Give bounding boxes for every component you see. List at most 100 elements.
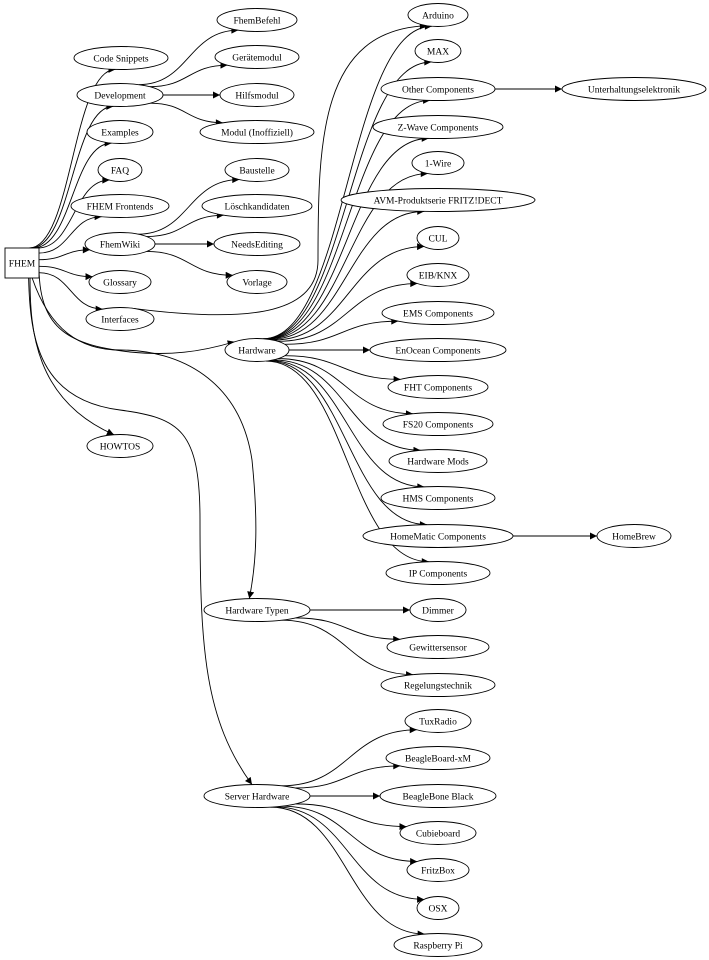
node-shape bbox=[369, 338, 507, 362]
node-shape bbox=[86, 434, 154, 458]
edge-fhem-to-howtos bbox=[29, 277, 115, 436]
edge-hardware-to-fs20 bbox=[278, 358, 413, 418]
node-shape bbox=[73, 46, 169, 70]
edge-server_hardware-to-osx bbox=[274, 806, 425, 903]
node-baustelle[interactable]: Baustelle bbox=[224, 158, 290, 182]
node-fhembefehl[interactable]: FhemBefehl bbox=[216, 8, 298, 32]
node-geraetemodul[interactable]: Gerätemodul bbox=[214, 45, 300, 69]
node-interfaces[interactable]: Interfaces bbox=[85, 307, 155, 331]
node-dimmer[interactable]: Dimmer bbox=[409, 598, 467, 622]
node-shape bbox=[216, 8, 298, 32]
node-hardware-mods[interactable]: Hardware Mods bbox=[388, 449, 488, 473]
node-fs20[interactable]: FS20 Components bbox=[382, 412, 494, 436]
node-shape bbox=[386, 635, 490, 659]
node-fht[interactable]: FHT Components bbox=[387, 375, 489, 399]
node-label: Hardware Mods bbox=[407, 458, 469, 468]
node-max[interactable]: MAX bbox=[414, 39, 462, 63]
node-label: Regelungstechnik bbox=[404, 682, 472, 692]
node-shape bbox=[85, 307, 155, 331]
node-hardware[interactable]: Hardware bbox=[224, 338, 290, 362]
node-label: Interfaces bbox=[101, 315, 139, 326]
edge-hardware-to-other_components bbox=[264, 96, 431, 340]
node-shape bbox=[214, 45, 300, 69]
node-label: Modul (Inoffiziell) bbox=[221, 128, 293, 139]
node-ems[interactable]: EMS Components bbox=[381, 301, 495, 325]
node-needsediting[interactable]: NeedsEditing bbox=[213, 232, 301, 256]
node-hardware-typen[interactable]: Hardware Typen bbox=[203, 598, 311, 622]
edge-fhem-to-faq bbox=[37, 176, 110, 249]
node-fritzbox[interactable]: FritzBox bbox=[406, 858, 470, 882]
node-code-snippets[interactable]: Code Snippets bbox=[73, 46, 169, 70]
node-shape bbox=[379, 784, 497, 808]
node-cubieboard[interactable]: Cubieboard bbox=[399, 821, 477, 845]
node-shape bbox=[406, 858, 470, 882]
node-fhem[interactable]: FHEM bbox=[4, 247, 40, 279]
node-glossary[interactable]: Glossary bbox=[88, 270, 152, 294]
node-faq[interactable]: FAQ bbox=[97, 158, 143, 182]
node-shape bbox=[362, 524, 514, 548]
node-shape bbox=[411, 151, 465, 175]
edge-fhem-to-interfaces bbox=[38, 272, 103, 313]
node-shape bbox=[224, 158, 290, 182]
node-label: Dimmer bbox=[422, 607, 454, 617]
node-regelungstechnik[interactable]: Regelungstechnik bbox=[380, 673, 496, 697]
node-server-hardware[interactable]: Server Hardware bbox=[203, 784, 311, 808]
node-shape bbox=[416, 226, 460, 250]
node-shape bbox=[407, 3, 469, 27]
edge-hardware-to-avm bbox=[269, 207, 425, 340]
node-label: OSX bbox=[428, 905, 447, 915]
node-label: EMS Components bbox=[403, 310, 473, 320]
node-label: Vorlage bbox=[242, 279, 271, 289]
edge-hardware-to-ems bbox=[284, 317, 399, 345]
node-fhem-frontends[interactable]: FHEM Frontends bbox=[70, 194, 170, 218]
node-osx[interactable]: OSX bbox=[416, 896, 460, 920]
node-howtos[interactable]: HOWTOS bbox=[86, 434, 154, 458]
node-loeschkandidaten[interactable]: Löschkandidaten bbox=[201, 194, 313, 218]
node-gewittersensor[interactable]: Gewittersensor bbox=[386, 635, 490, 659]
node-development[interactable]: Development bbox=[76, 83, 164, 107]
node-label: Gewittersensor bbox=[409, 644, 467, 654]
node-shape bbox=[393, 933, 483, 957]
node-vorlage[interactable]: Vorlage bbox=[226, 270, 288, 294]
node-homebrew[interactable]: HomeBrew bbox=[596, 524, 672, 548]
node-unterhaltungselektronik[interactable]: Unterhaltungselektronik bbox=[561, 77, 707, 101]
node-hilfsmodul[interactable]: Hilfsmodul bbox=[219, 83, 295, 107]
node-label: BeagleBoard-xM bbox=[405, 755, 472, 765]
edge-fhem-to-server_hardware bbox=[28, 277, 253, 785]
node-shape bbox=[416, 896, 460, 920]
node-raspberry-pi[interactable]: Raspberry Pi bbox=[393, 933, 483, 957]
node-shape bbox=[382, 412, 494, 436]
node-label: Code Snippets bbox=[93, 55, 148, 65]
node-arduino[interactable]: Arduino bbox=[407, 3, 469, 27]
edge-layer bbox=[28, 22, 597, 938]
edge-hardware-to-homematic bbox=[267, 360, 427, 529]
node-label: FHEM Frontends bbox=[87, 203, 154, 213]
node-beagleboard[interactable]: BeagleBoard-xM bbox=[385, 746, 491, 770]
node-tuxradio[interactable]: TuxRadio bbox=[404, 709, 472, 733]
node-label: HomeMatic Components bbox=[390, 533, 486, 543]
edge-hardware-to-hms bbox=[269, 360, 425, 491]
edge-fhem-to-code_snippets bbox=[29, 65, 116, 249]
node-fhemwiki[interactable]: FhemWiki bbox=[84, 232, 156, 256]
node-examples[interactable]: Examples bbox=[86, 120, 154, 144]
edge-fhemwiki-to-vorlage bbox=[146, 250, 233, 279]
node-modul-inoffiziell[interactable]: Modul (Inoffiziell) bbox=[199, 120, 315, 144]
node-other-components[interactable]: Other Components bbox=[380, 77, 496, 101]
node-shape bbox=[385, 746, 491, 770]
node-shape bbox=[399, 821, 477, 845]
edge-development-to-geraetemodul bbox=[149, 61, 228, 88]
node-enocean[interactable]: EnOcean Components bbox=[369, 338, 507, 362]
node-beaglebone[interactable]: BeagleBone Black bbox=[379, 784, 497, 808]
node-cul[interactable]: CUL bbox=[416, 226, 460, 250]
node-zwave[interactable]: Z-Wave Components bbox=[372, 115, 504, 139]
edge-hardware_typen-to-regelungstechnik bbox=[281, 619, 414, 679]
edge-hardware-to-ip_components bbox=[265, 360, 429, 566]
node-homematic[interactable]: HomeMatic Components bbox=[362, 524, 514, 548]
node-ip-components[interactable]: IP Components bbox=[385, 561, 491, 585]
node-shape bbox=[97, 158, 143, 182]
node-onewire[interactable]: 1-Wire bbox=[411, 151, 465, 175]
node-avm[interactable]: AVM-Produktserie FRITZ!DECT bbox=[340, 188, 536, 212]
node-eib-knx[interactable]: EIB/KNX bbox=[406, 263, 470, 287]
node-hms[interactable]: HMS Components bbox=[380, 486, 496, 510]
